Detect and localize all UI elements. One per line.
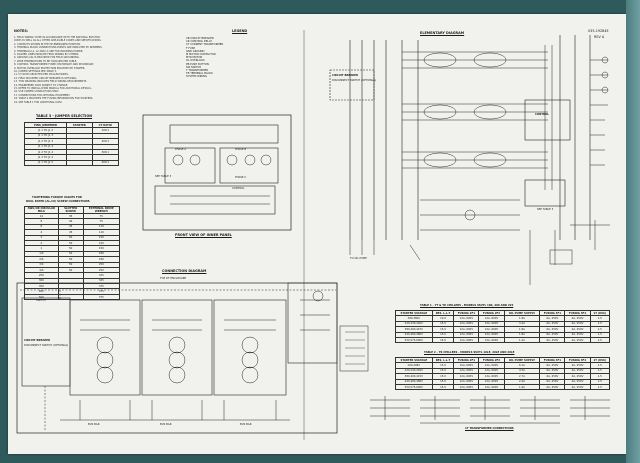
legend-item: SW SWITCH: [186, 65, 202, 69]
legend-item: T TRANSFORMER: [186, 69, 209, 72]
note-line: 18. TABLE 2 PROVIDES THE FUSING INFORMAT…: [14, 97, 94, 101]
legend-title: LEGEND: [232, 29, 248, 33]
table-cell: 15.0: [431, 336, 455, 344]
note-line: 13. THIS DRAWING INCLUDES FIELD WIRING R…: [14, 80, 88, 84]
legend-item: F FUSE: [186, 46, 195, 50]
legend-item: SYSTEM WIRING: [186, 75, 208, 79]
cb-label-left: CIRCUIT BREAKER: [24, 339, 51, 342]
notes-title: NOTES:: [14, 29, 29, 33]
table-row: J1 1 TO J1 5 400:1: [23, 159, 120, 167]
table-cell: 12A, 600V: [453, 336, 480, 344]
bus-bar-label-2: BUS BAR: [160, 423, 172, 426]
table1-title: TABLE 1 - YT & YK CHILLERS - MODELS SSVT…: [420, 304, 514, 307]
table-cell: 550,575,600V: [395, 383, 433, 391]
transformer-connections-title: 1T TRANSFORMER CONNECTIONS: [465, 427, 514, 430]
torque-table-subtitle: DUAL RATED (AL-CU) SCREW CONNECTIONS: [26, 200, 90, 203]
table-cell: 400:1: [91, 159, 120, 167]
cb-sub-label-right: DISCONNECT SWITCH (OPTIONAL): [332, 79, 377, 82]
oil-pump-label: TO OIL PUMP: [350, 257, 367, 260]
part-number: 035-19284E: [588, 29, 609, 33]
table-cell: 4A, 250V: [564, 336, 591, 344]
note-line: 2. CONTACTS SHOWN IN THE DE-ENERGIZED PO…: [14, 42, 81, 46]
table-cell: 4A, 250V: [564, 383, 591, 391]
note-line: 14. ENGINEERED DATA SUBJECT TO CHANGE.: [14, 83, 69, 87]
legend-item: MTR MOTOR: [186, 56, 203, 60]
see-table-label-right: SEE TABLE 3: [537, 208, 554, 211]
table-cell: 1.5: [589, 336, 611, 344]
table-header-cell: EXTERNAL DRIVE WRENCH: [82, 206, 121, 214]
revision: REV A: [594, 35, 605, 39]
legend-item: CT CURRENT TRANSFORMER: [186, 43, 224, 47]
table-cell: 12A, 600V: [478, 336, 505, 344]
note-line: CODE AS WELL AS ALL OTHER APPLICABLE COD…: [14, 39, 102, 43]
table-cell: [66, 159, 93, 167]
table-cell: 1.2A: [503, 336, 541, 344]
legend-item: CB CIRCUIT BREAKER: [186, 37, 214, 40]
cb-sub-label-left: DISCONNECT SWITCH (OPTIONAL): [24, 344, 69, 347]
note-line: 15. REFER TO INSTALLATION MANUAL FOR ADD…: [14, 87, 92, 90]
legend-item: CR CONTROL RELAY: [186, 40, 213, 44]
table-cell: 1.5: [589, 383, 611, 391]
top-of-enclosure-label: TOP OF ENCLOSURE: [160, 277, 187, 280]
bus-bar-label-1: BUS BAR: [88, 423, 100, 426]
note-line: 1. FIELD WIRING TO BE IN ACCORDANCE WITH…: [14, 36, 101, 39]
table-cell: 6A, 250V: [539, 336, 566, 344]
note-line: 17. CONNECTIONS FOR OPTIONAL EQUIPMENT.: [14, 93, 71, 97]
note-line: 7. WIRE TERMINATIONS TO BE TORQUED PER T…: [14, 59, 78, 63]
table3-title: TABLE 3 - JUMPER SELECTION: [36, 114, 93, 118]
table-cell: 12A, 600V: [453, 383, 480, 391]
legend-item: M MOTOR CONTACTOR: [186, 53, 216, 56]
control-label: CONTROL: [232, 187, 245, 190]
cb-label-right: CIRCUIT BREAKER: [332, 74, 359, 77]
table-cell: 15.0: [431, 383, 455, 391]
legend-item: GND GROUND: [186, 49, 205, 53]
legend-item: PB PUSH BUTTON: [186, 62, 209, 66]
table-cell: [57, 293, 84, 301]
elementary-diagram-title: ELEMENTARY DIAGRAM: [420, 31, 465, 35]
switch-label: SWITCH: [36, 299, 47, 302]
see-table-label: SEE TABLE 3: [155, 175, 172, 178]
table-cell: 12A, 600V: [478, 383, 505, 391]
table-cell: 6A, 250V: [539, 383, 566, 391]
table-header-cell: SLOTTED SCREW: [57, 206, 84, 214]
note-line: 9. MOTOR OVERLOAD PROTECTION PROVIDED BY…: [14, 66, 86, 70]
note-line: 12. FIELD MOUNTED CIRCUIT BREAKER IS OPT…: [14, 76, 78, 80]
phase-a-label: PHASE A: [175, 148, 187, 151]
table-cell: J1 1 TO J1 5: [23, 159, 68, 167]
phase-c-label: PHASE C: [235, 176, 247, 179]
note-line: 6. GROUND LUG IS PROVIDED FOR FIELD GROU…: [14, 56, 80, 60]
note-line: 3. TERMINAL BLOCK CONNECTIONS POINTS ARE…: [14, 46, 103, 50]
note-line: 19. SEE TABLE 1 FOR ADDITIONAL DATA.: [14, 100, 63, 104]
connection-diagram-title: CONNECTION DIAGRAM: [162, 269, 207, 273]
torque-table-title: TIGHTENING TORQUE VALUES FOR: [32, 196, 82, 199]
control-board-label: CONTROL: [535, 113, 549, 116]
note-line: 10. JUMPER SETTINGS PER TABLE 3.: [14, 70, 57, 73]
note-line: 5. DASHED LINES INDICATE FIELD WIRING BY…: [14, 53, 80, 56]
front-view-title: FRONT VIEW OF INNER PANEL: [175, 233, 232, 237]
note-line: 4. TERMINALS L1, L2 AND L3 ARE FOR INCOM…: [14, 49, 84, 53]
table-cell: 1.9A: [503, 383, 541, 391]
legend-item: OL OVERLOAD: [186, 59, 205, 63]
table2-title: TABLE 2 - YK CHILLERS - MODELS SSVTL 16L…: [424, 351, 515, 354]
table-cell: 375: [82, 293, 121, 301]
background-edge: [626, 0, 640, 463]
table-cell: 550,575,600V: [395, 336, 433, 344]
bus-bar-label-3: BUS BAR: [240, 423, 252, 426]
legend-item: TB TERMINAL BLOCK: [186, 72, 213, 76]
note-line: 16. USE COPPER CONDUCTORS ONLY.: [14, 90, 59, 94]
table-header-cell: AWG OR CIRCULAR MILS: [24, 206, 59, 214]
note-line: 8. CONTROL TRANSFORMER FUSED ON PRIMARY …: [14, 63, 94, 67]
phase-b-label: PHASE B: [235, 148, 247, 151]
note-line: 11. CT RATIO SELECTED PER CHILLER MODEL.: [14, 73, 69, 77]
